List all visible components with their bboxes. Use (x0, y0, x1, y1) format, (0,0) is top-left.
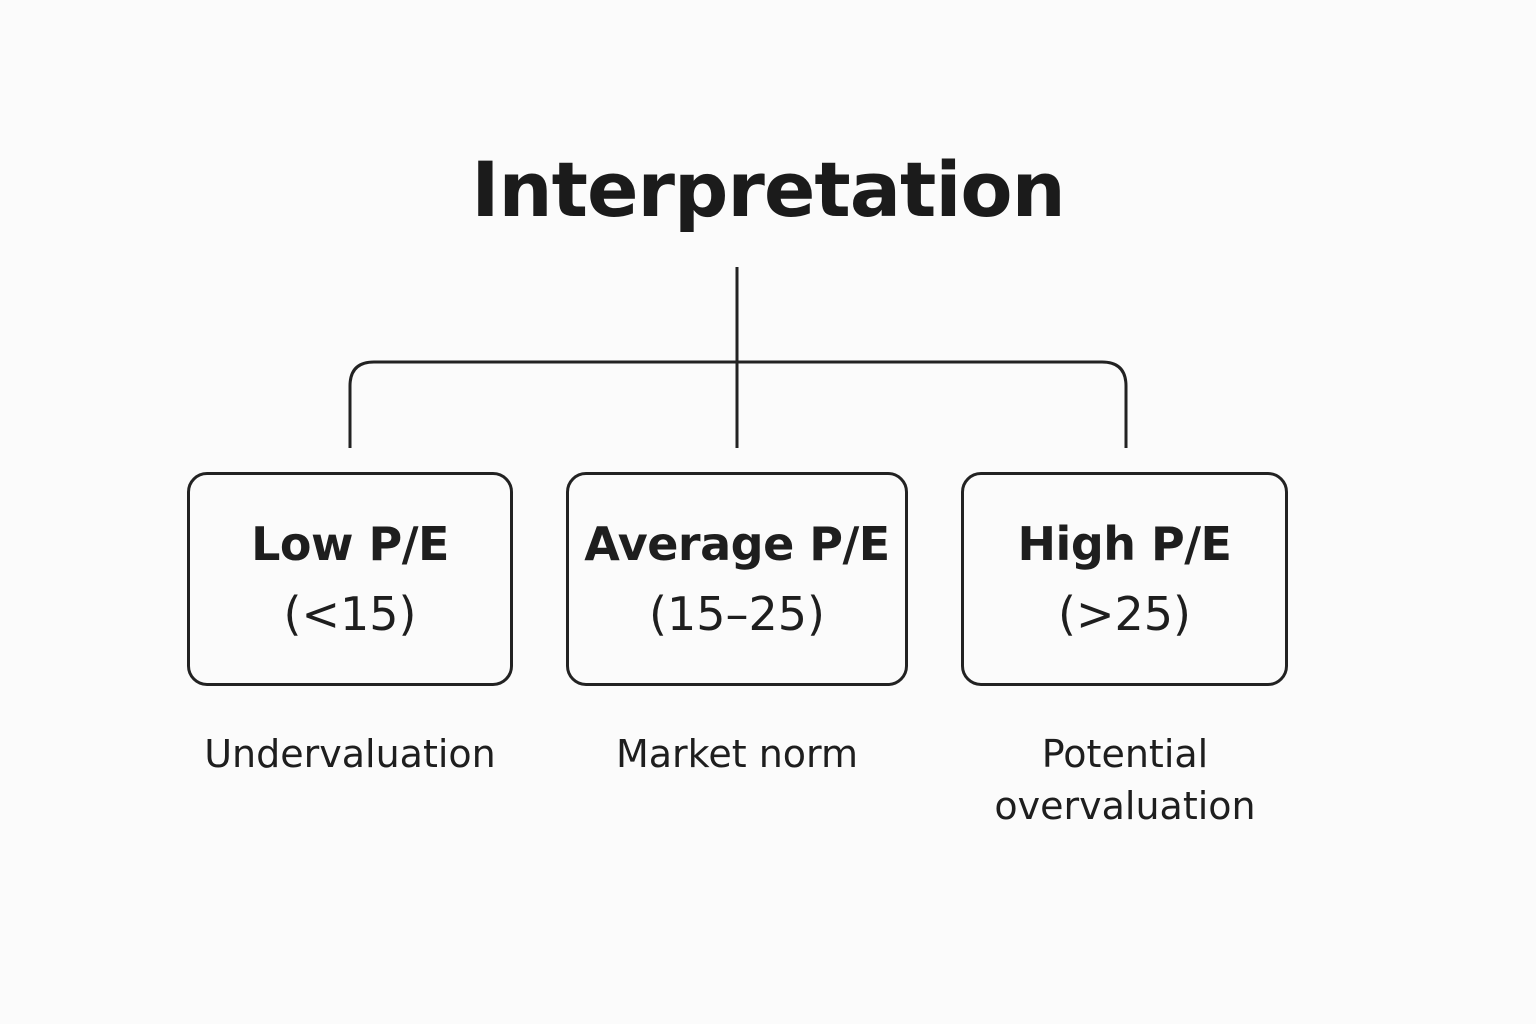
diagram-title: Interpretation (471, 145, 1065, 234)
caption-potential-overvaluation: Potential overvaluation (994, 732, 1256, 828)
category-range: (<15) (283, 587, 417, 641)
category-label: Average P/E (584, 517, 890, 571)
caption-undervaluation: Undervaluation (204, 732, 496, 776)
category-range: (15–25) (649, 587, 825, 641)
category-label: Low P/E (251, 517, 449, 571)
category-box-low-pe: Low P/E (<15) (187, 472, 513, 686)
category-range: (>25) (1058, 587, 1191, 641)
caption-market-norm: Market norm (615, 732, 858, 776)
category-box-high-pe: High P/E (>25) (961, 472, 1288, 686)
category-box-average-pe: Average P/E (15–25) (566, 472, 908, 686)
connector-bracket (348, 360, 1128, 448)
category-label: High P/E (1017, 517, 1232, 571)
